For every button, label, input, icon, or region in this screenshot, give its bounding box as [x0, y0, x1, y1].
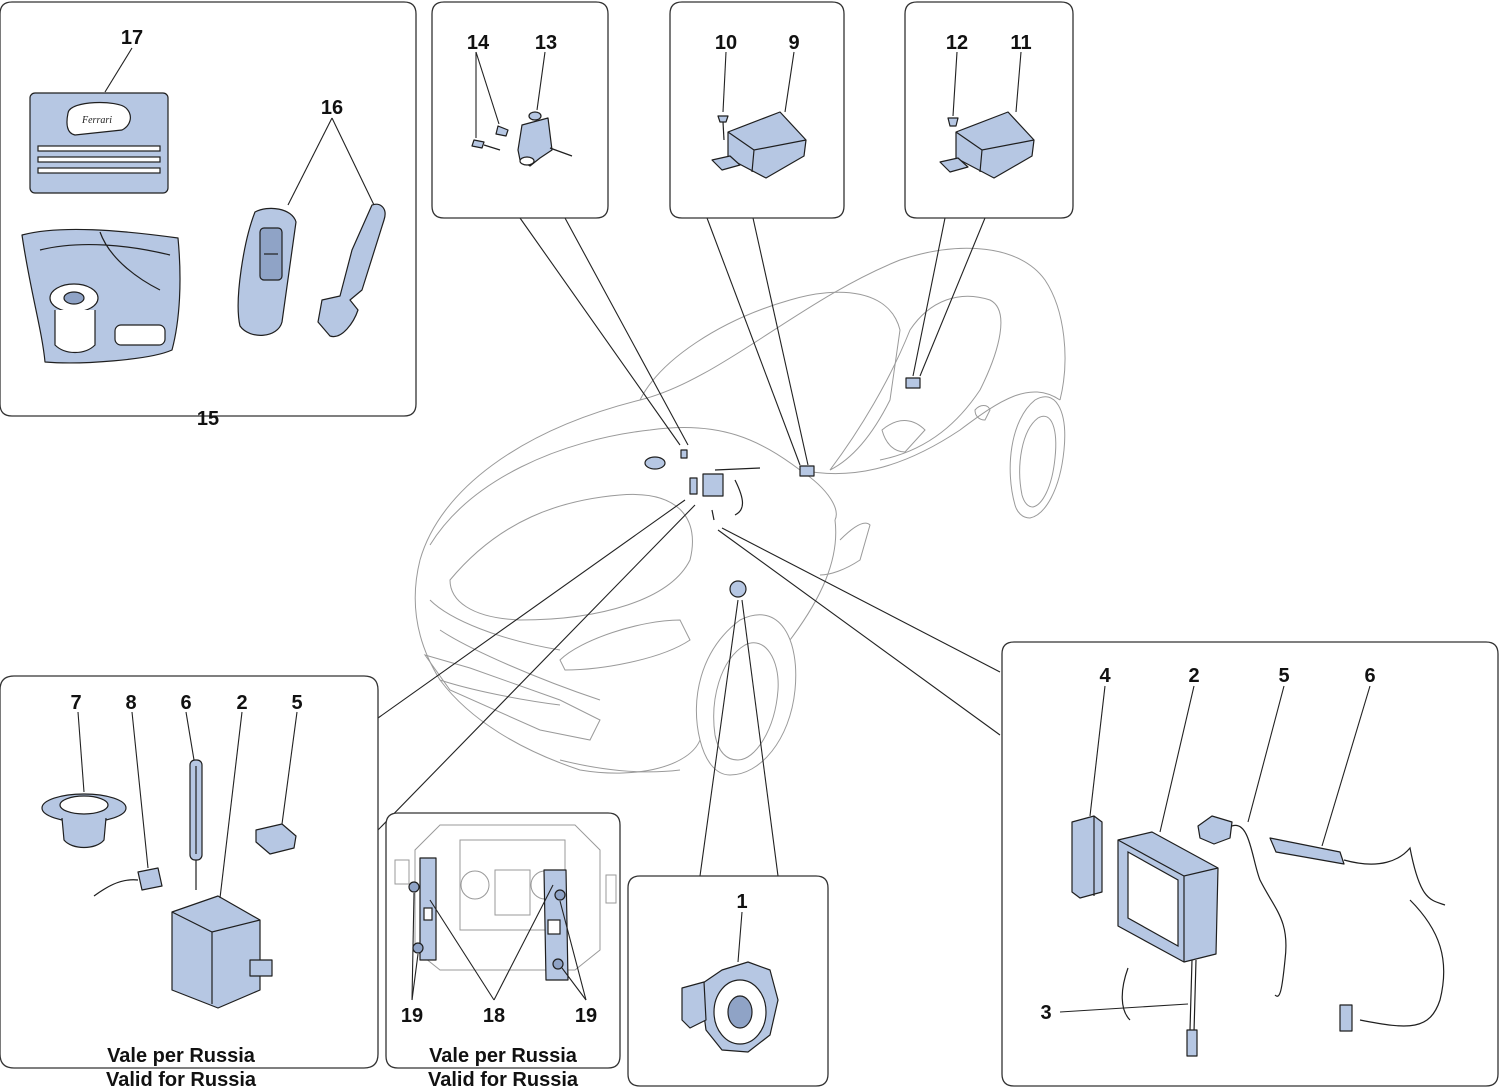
cable-3-connector: [1186, 1029, 1198, 1057]
siren-1-core: [727, 995, 753, 1029]
control-unit-2-connector: [249, 959, 273, 977]
panel-telematics: [1001, 641, 1499, 1087]
car-outline: [414, 247, 1066, 776]
leader-lines: [377, 217, 1001, 877]
bracket-on-car: [689, 477, 698, 495]
callout-6-left: 6: [180, 692, 191, 714]
callout-16: 16: [321, 97, 343, 119]
callout-3: 3: [1040, 1002, 1051, 1024]
module-11-bracket: [939, 157, 969, 173]
callout-2-left: 2: [236, 692, 247, 714]
screw-19: [412, 942, 424, 954]
connector-8: [137, 867, 163, 891]
module9-on-car: [799, 465, 815, 477]
gps-antenna-5: [1197, 815, 1233, 845]
control-unit-2: [171, 895, 261, 1009]
module11-on-car: [905, 377, 921, 389]
panel-module-9: [669, 1, 845, 219]
ferrari-logo-text: Ferrari: [81, 115, 112, 126]
lock-barrel: [114, 324, 166, 346]
sensor-13: [517, 117, 553, 167]
nut-12: [947, 117, 959, 127]
bracket-4: [1071, 815, 1103, 899]
callout-numbers: 17 16 15 14 13 10 9 12 11 7 8 6 2 5 19 1…: [70, 27, 1375, 1027]
sensor-on-car: [680, 449, 688, 459]
callout-14: 14: [467, 32, 490, 54]
lock-cylinder-core: [63, 291, 85, 305]
screw-14b: [471, 139, 485, 149]
panel-siren: [627, 875, 829, 1087]
panel-keys: Ferrari: [0, 1, 417, 417]
panel-russia-left: Vale per Russia Valid for Russia: [0, 675, 379, 1089]
screw-19: [552, 958, 564, 970]
antenna-6-right: [1269, 837, 1345, 865]
siren-1-bracket: [681, 981, 707, 1029]
callout-8: 8: [125, 692, 136, 714]
callout-2-right: 2: [1188, 665, 1199, 687]
bracket-18-left-slot: [423, 907, 433, 921]
caption-vale-per-russia-middle: Vale per Russia: [429, 1045, 578, 1067]
speaker-on-car: [644, 456, 666, 470]
callout-6-right: 6: [1364, 665, 1375, 687]
module-9-bracket: [711, 155, 741, 171]
callout-9: 9: [788, 32, 799, 54]
callout-4: 4: [1099, 665, 1111, 687]
caption-valid-for-russia-middle: Valid for Russia: [428, 1069, 579, 1089]
callout-11: 11: [1010, 32, 1031, 54]
screw-19: [554, 889, 566, 901]
callout-12: 12: [946, 32, 968, 54]
callout-19-left: 19: [401, 1005, 423, 1027]
callout-13: 13: [535, 32, 557, 54]
siren-on-car: [729, 580, 747, 598]
lock-body: [54, 310, 96, 354]
mechanical-key: [317, 203, 386, 338]
callout-18: 18: [483, 1005, 505, 1027]
telematics-unit-2-face: [1127, 850, 1179, 948]
caption-vale-per-russia-left: Vale per Russia: [107, 1045, 256, 1067]
antenna-6-connector: [1339, 1004, 1353, 1032]
speaker-7-body: [61, 817, 107, 849]
card-stripe: [37, 145, 161, 152]
callout-15: 15: [197, 408, 219, 430]
bracket-18-right-slot: [547, 919, 561, 935]
car-mounted-parts: [644, 377, 921, 598]
card-stripe: [37, 167, 161, 174]
key-card-logo: [66, 101, 131, 136]
callout-7: 7: [70, 692, 81, 714]
card-stripe: [37, 156, 161, 163]
caption-valid-for-russia-left: Valid for Russia: [106, 1069, 257, 1089]
screw-10: [717, 115, 729, 123]
callout-10: 10: [715, 32, 737, 54]
panel-sensor: [431, 1, 609, 219]
callout-5-right: 5: [1278, 665, 1289, 687]
speaker-7-grille: [59, 795, 109, 815]
sensor-13-mount: [519, 156, 535, 166]
screw-14a: [495, 125, 509, 137]
callout-5-left: 5: [291, 692, 302, 714]
screw-19: [408, 881, 420, 893]
module-on-car: [702, 473, 724, 497]
panel-module-11: [904, 1, 1074, 219]
sensor-13-top: [528, 111, 542, 121]
panel-brackets: Vale per Russia Valid for Russia: [385, 812, 621, 1089]
callout-17: 17: [121, 27, 143, 49]
callout-1: 1: [736, 891, 747, 913]
callout-19-right: 19: [575, 1005, 597, 1027]
